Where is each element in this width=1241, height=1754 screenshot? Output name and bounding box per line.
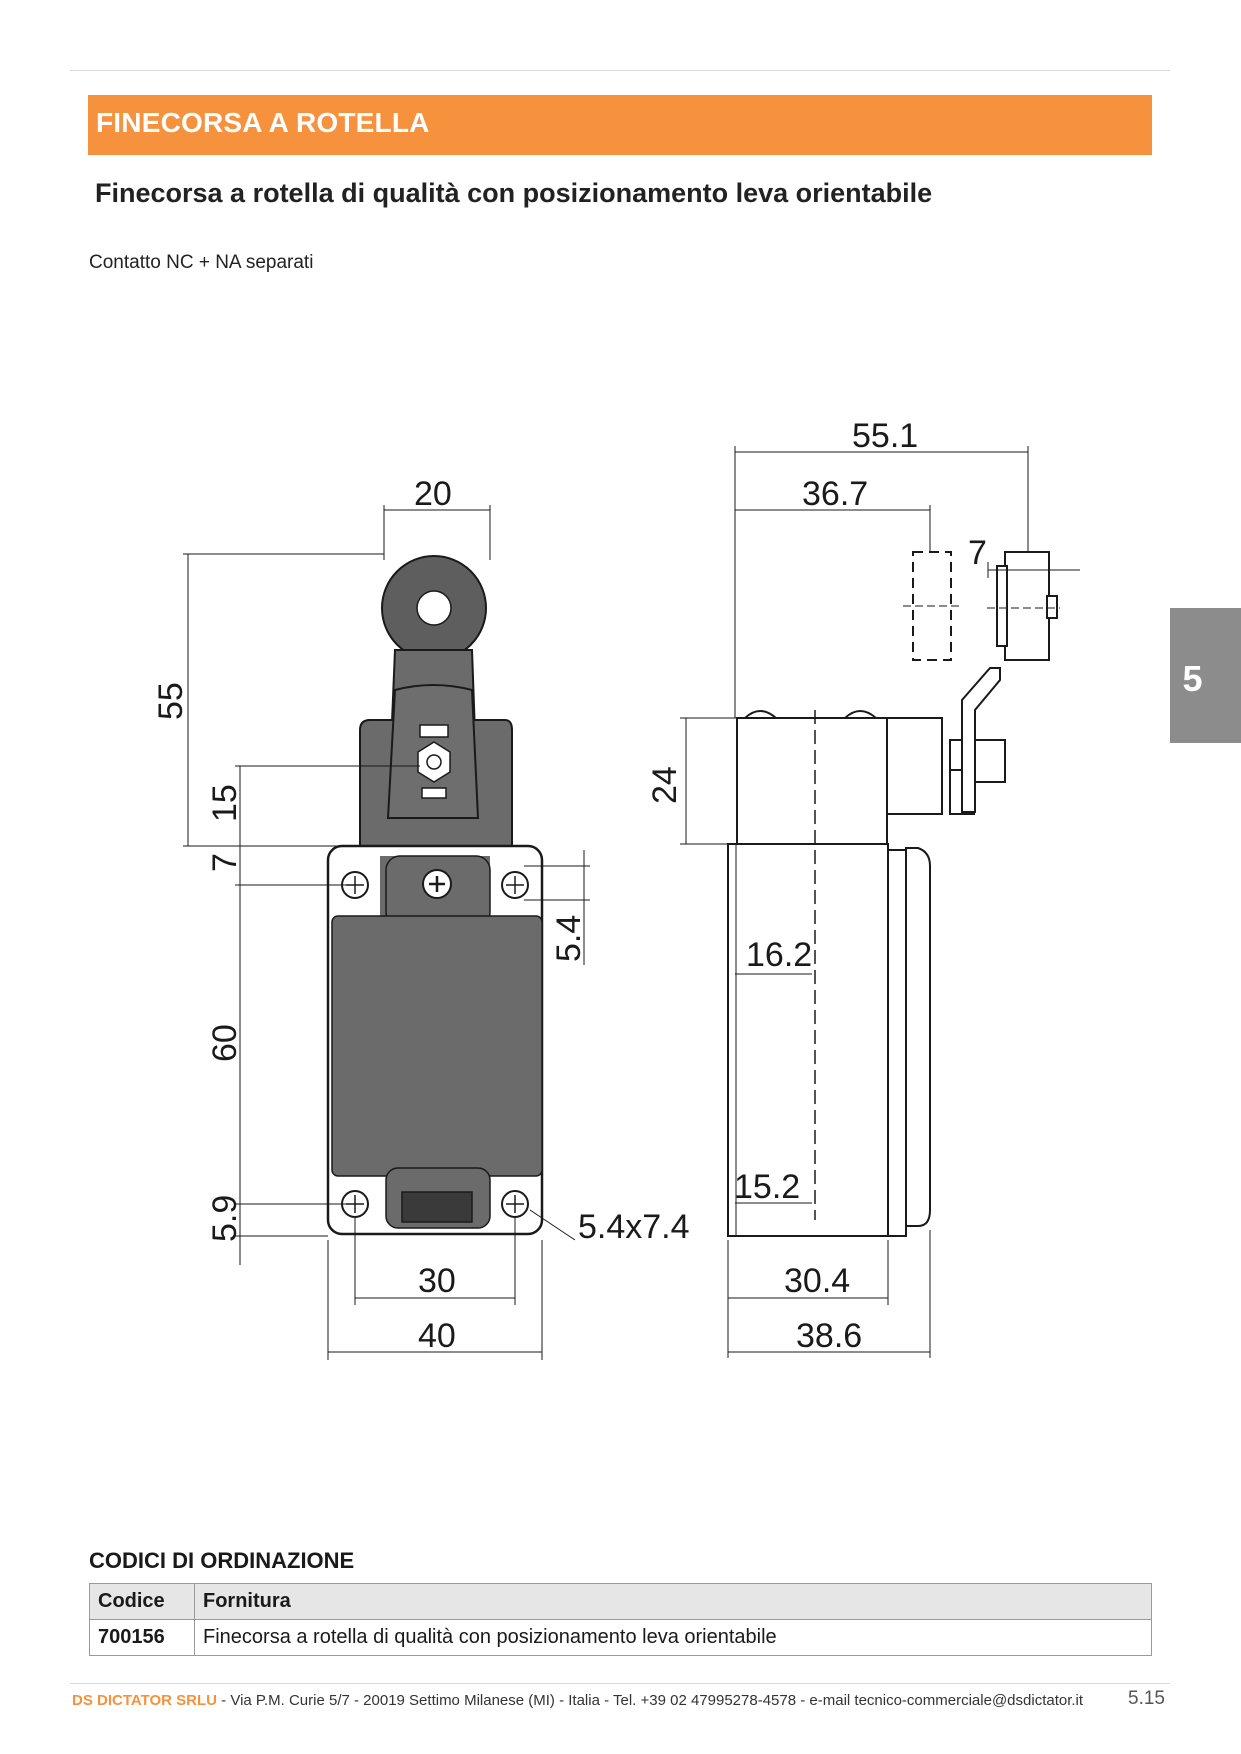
dim-roller-width: 7 (968, 534, 987, 572)
dim-height-body: 60 (206, 1024, 244, 1062)
section-tab[interactable]: 5 (1170, 608, 1241, 743)
dim-depth-total: 38.6 (796, 1317, 862, 1355)
dim-width-lever: 36.7 (802, 475, 868, 513)
footer: DS DICTATOR SRLU - Via P.M. Curie 5/7 - … (72, 1692, 1083, 1709)
dim-depth-bottom: 15.2 (734, 1168, 800, 1206)
dim-width-total: 55.1 (852, 417, 918, 455)
dim-depth-top: 16.2 (746, 936, 812, 974)
footer-address: - Via P.M. Curie 5/7 - 20019 Settimo Mil… (217, 1692, 1084, 1709)
dim-width-body: 40 (418, 1317, 456, 1355)
side-view (680, 446, 1080, 1358)
footer-company: DS DICTATOR SRLU (72, 1692, 217, 1709)
dim-hole-offset: 5.4 (550, 915, 588, 962)
column-header-code: Codice (89, 1583, 195, 1620)
dim-height-lever: 15 (206, 784, 244, 822)
top-rule (70, 70, 1170, 71)
dim-width-roller: 20 (414, 475, 452, 513)
section-number: 5 (1182, 658, 1203, 699)
contact-type: Contatto NC + NA separati (89, 252, 314, 273)
table-header-row: Codice Fornitura (89, 1583, 1152, 1620)
bottom-rule (70, 1683, 1170, 1684)
column-header-supply: Fornitura (194, 1583, 1152, 1620)
product-code: 700156 (89, 1619, 195, 1656)
product-description: Finecorsa a rotella di qualità con posiz… (194, 1619, 1152, 1656)
dim-holes-spacing: 30 (418, 1262, 456, 1300)
dim-height-head: 24 (646, 766, 684, 804)
page-number: 5.15 (1128, 1688, 1165, 1709)
order-codes-heading: CODICI DI ORDINAZIONE (89, 1548, 355, 1573)
product-subtitle: Finecorsa a rotella di qualità con posiz… (95, 178, 933, 208)
dim-hole-size: 5.4x7.4 (578, 1208, 690, 1246)
page-title: FINECORSA A ROTELLA (96, 107, 430, 138)
dimension-labels: 20 55 15 7 60 5.9 5.4 5.4x7.4 30 40 55.1… (152, 417, 987, 1355)
front-view (183, 505, 590, 1360)
roller-hole (416, 590, 452, 626)
dim-offset-top: 7 (206, 853, 244, 872)
title-banner: FINECORSA A ROTELLA (88, 95, 1152, 155)
technical-drawing: 20 55 15 7 60 5.9 5.4 5.4x7.4 30 40 55.1… (152, 417, 1080, 1360)
order-codes-table: Codice Fornitura 700156 Finecorsa a rote… (89, 1583, 1152, 1656)
table-row: 700156 Finecorsa a rotella di qualità co… (89, 1619, 1152, 1656)
dim-depth-body: 30.4 (784, 1262, 850, 1300)
dim-height-total: 55 (152, 682, 190, 720)
dim-offset-bottom: 5.9 (206, 1195, 244, 1242)
